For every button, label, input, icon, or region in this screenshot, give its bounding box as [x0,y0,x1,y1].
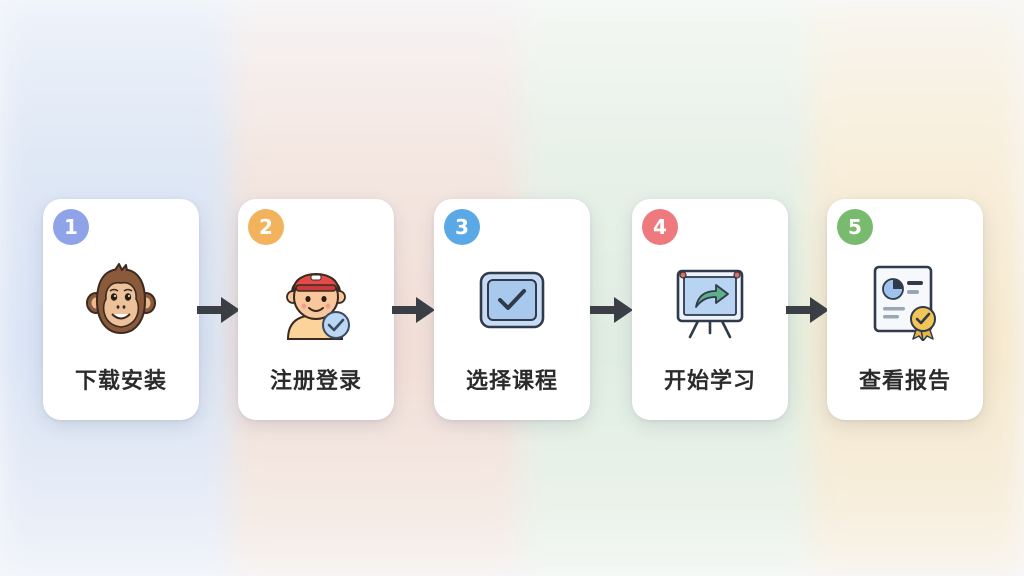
right-arrow-icon [590,297,633,323]
step-card-2: 2 注册登录 [238,199,394,420]
step-label: 注册登录 [269,369,362,394]
right-arrow-icon [197,297,240,323]
step-number-badge: 2 [248,209,284,245]
step-card-1: 1 下载安装 [43,199,199,420]
step-label: 下载安装 [74,369,167,394]
step-number-badge: 4 [642,209,678,245]
monkey-icon [86,263,156,335]
step-card-4: 4 开始学习 [632,199,788,420]
report-certificate-icon [873,265,936,341]
right-arrow-icon [786,297,829,323]
step-label: 选择课程 [465,369,558,394]
step-number-badge: 3 [444,209,480,245]
step-card-5: 5 查看报告 [827,199,983,420]
user-checkmark-icon [286,273,350,340]
right-arrow-icon [392,297,435,323]
presentation-board-icon [676,269,744,339]
checkbox-screen-icon [479,271,545,329]
step-card-3: 3 选择课程 [434,199,590,420]
step-label: 开始学习 [663,369,756,394]
step-number-badge: 5 [837,209,873,245]
step-number-badge: 1 [53,209,89,245]
step-label: 查看报告 [858,369,951,394]
